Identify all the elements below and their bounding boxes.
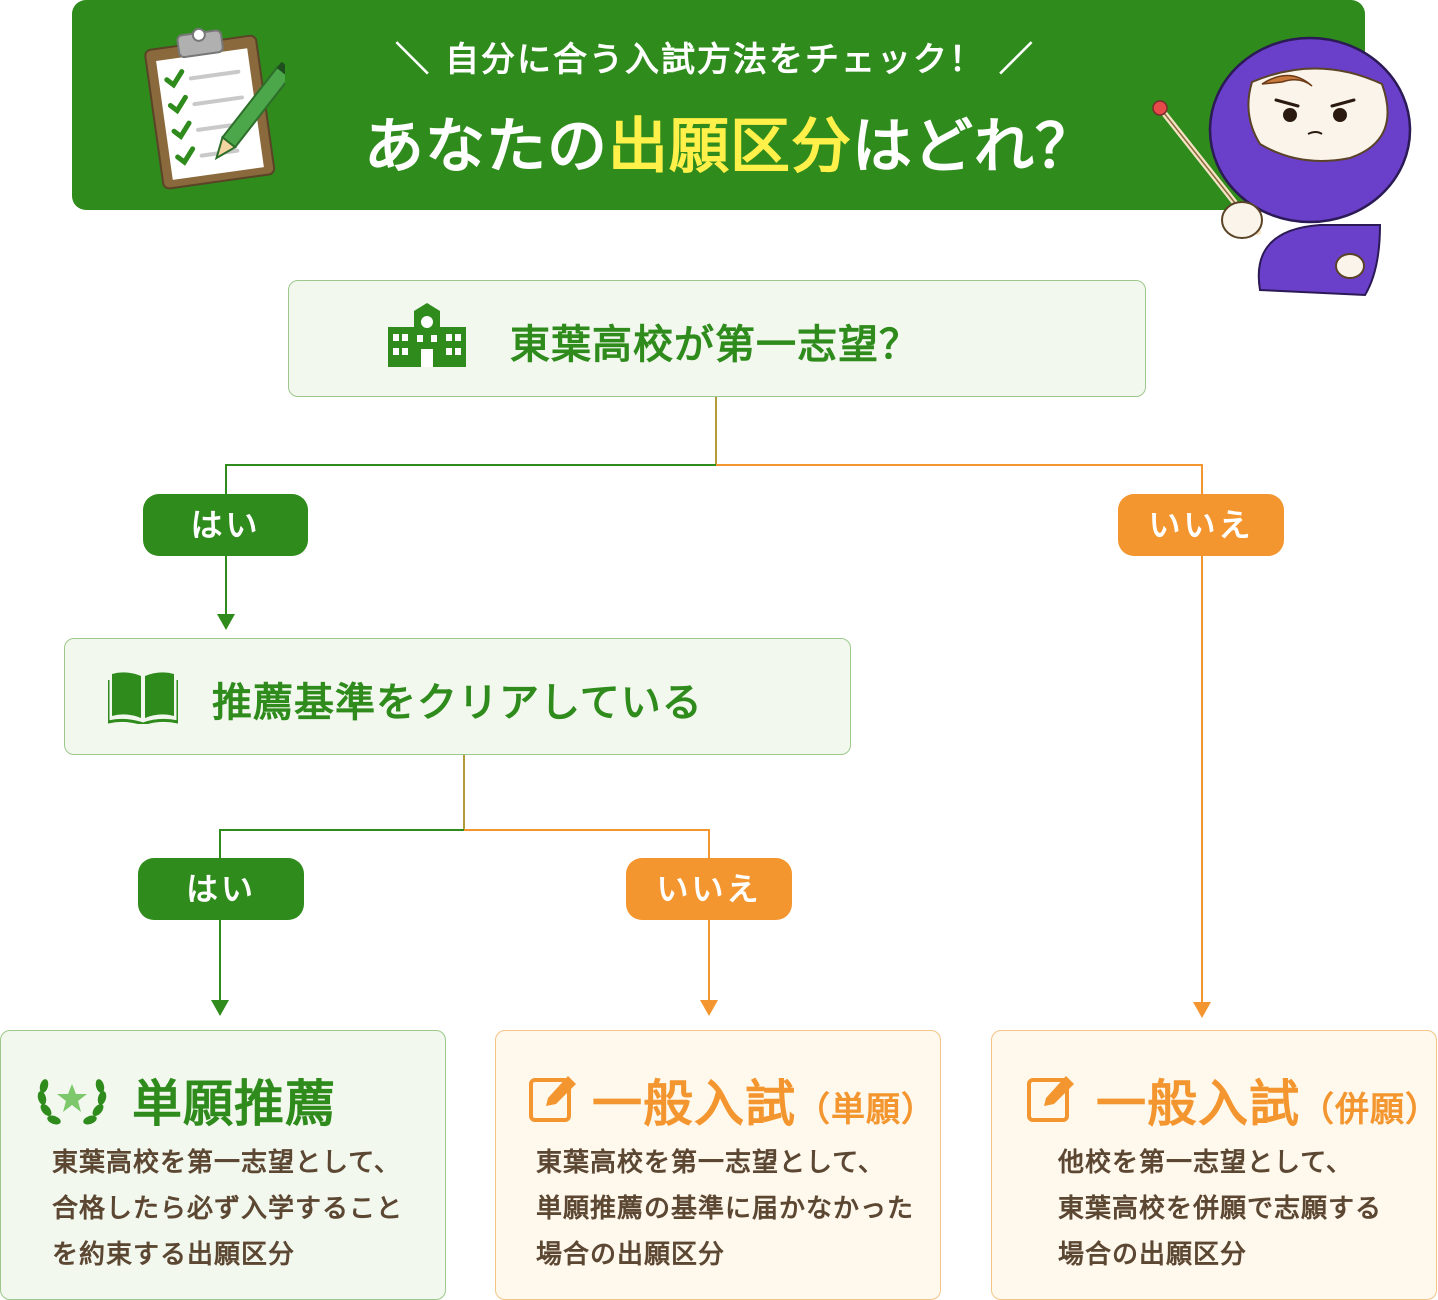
clipboard-checklist-icon — [144, 27, 285, 190]
description-line: 他校を第一志望として、 — [1058, 1148, 1353, 1178]
result-description: 東葉高校を第一志望として、 合格したら必ず入学すること を約束する出願区分 — [52, 1140, 403, 1278]
question-2-box — [64, 638, 851, 755]
result-title: 一般入試（併願） — [1096, 1064, 1438, 1136]
answer-no-badge: いいえ — [626, 858, 792, 920]
edit-pencil-icon — [529, 1076, 576, 1122]
open-book-icon — [108, 672, 178, 724]
laurel-star-icon — [37, 1079, 107, 1125]
header-banner — [72, 0, 1365, 210]
answer-yes-badge: はい — [138, 858, 304, 920]
result-box-tangan-suisen — [0, 1030, 446, 1300]
result-title-suffix: （併願） — [1300, 1090, 1438, 1130]
header-title: あなたの出願区分はどれ？ — [330, 98, 1130, 185]
description-line: 東葉高校を第一志望として、 — [52, 1148, 401, 1178]
arrow-head — [700, 1000, 718, 1016]
description-line: 場合の出願区分 — [1058, 1240, 1248, 1270]
title-part: あなたの — [364, 112, 608, 182]
description-line: 単願推薦の基準に届かなかった — [536, 1194, 915, 1224]
edit-pencil-icon — [1027, 1076, 1074, 1122]
description-line: 場合の出願区分 — [536, 1240, 726, 1270]
result-description: 他校を第一志望として、 東葉高校を併願で志願する 場合の出願区分 — [1058, 1140, 1382, 1278]
answer-yes-badge: はい — [143, 494, 308, 556]
result-title-main: 一般入試 — [592, 1075, 796, 1133]
result-title-suffix: （単願） — [796, 1090, 936, 1130]
title-highlight: 出願区分 — [608, 112, 852, 182]
arrow-head — [1193, 1002, 1211, 1018]
result-box-ippan-heigan — [991, 1030, 1437, 1300]
result-title: 単願推薦 — [132, 1075, 336, 1133]
arrow-head — [217, 614, 235, 630]
question-1-text: 東葉高校が第一志望？ — [510, 322, 920, 368]
result-title: 一般入試（単願） — [592, 1064, 936, 1136]
description-line: 東葉高校を併願で志願する — [1058, 1194, 1383, 1224]
title-part: はどれ？ — [852, 112, 1096, 182]
ninja-mascot-illustration — [1152, 36, 1412, 297]
description-line: 東葉高校を第一志望として、 — [536, 1148, 885, 1178]
description-line: を約束する出願区分 — [52, 1240, 296, 1270]
school-building-icon — [388, 303, 466, 367]
result-title-main: 一般入試 — [1096, 1075, 1300, 1133]
arrow-head — [211, 1000, 229, 1016]
description-line: 合格したら必ず入学すること — [52, 1194, 404, 1224]
result-box-ippan-tangan — [495, 1030, 941, 1300]
question-2-text: 推薦基準をクリアしている — [212, 680, 703, 726]
result-description: 東葉高校を第一志望として、 単願推薦の基準に届かなかった 場合の出願区分 — [536, 1140, 914, 1278]
answer-no-badge: いいえ — [1118, 494, 1284, 556]
header-subtitle: ＼ 自分に合う入試方法をチェック！ ／ — [395, 40, 1035, 80]
